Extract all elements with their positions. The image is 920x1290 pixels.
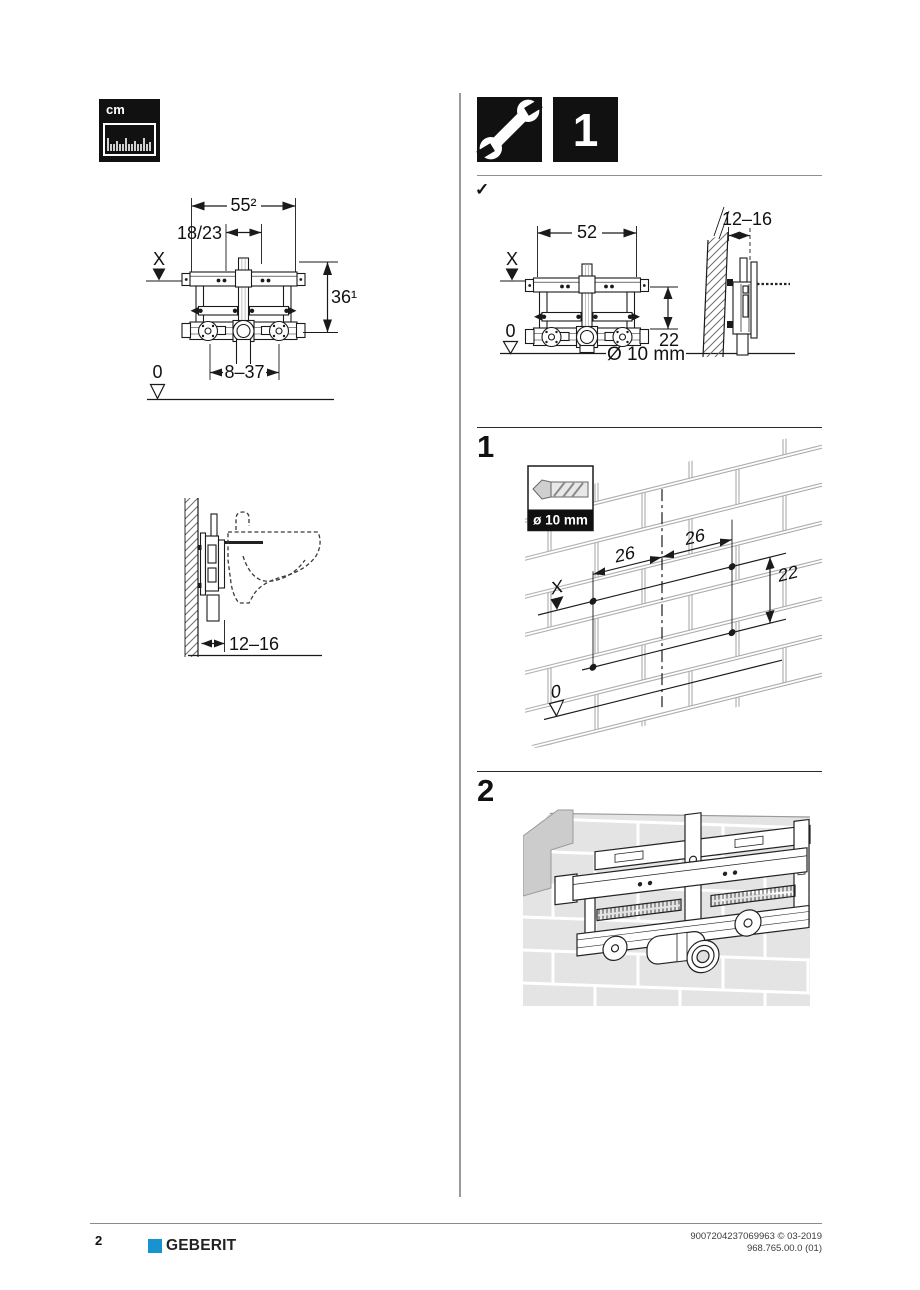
dim-height: 36¹ [331,287,357,307]
wrench-icon [476,99,543,160]
x-level-label: X [153,249,165,269]
dim-wall-distance-right: 12–16 [722,209,772,229]
dim-wall-distance: 12–16 [229,634,279,654]
x-level-label-right: X [506,249,518,269]
tool-required-icon [476,97,543,162]
brand-name: GEBERIT [166,1237,237,1254]
dim-mark-right: 26 [685,524,705,550]
x-level-label-marking: X [551,575,563,599]
column-divider [459,93,461,1197]
step-count-badge: 1 [553,97,618,162]
zero-level-label-right: 0 [505,321,515,341]
dim-mark-vertical: 22 [778,560,798,586]
doc-code-line1: 9007204237069963 © 03-2019 [690,1231,822,1242]
document-codes: 9007204237069963 © 03-2019 968.765.00.0 … [500,1231,822,1254]
brand-logo-square-icon [148,1239,162,1253]
footer-rule [90,1223,822,1224]
ruler-icon [103,123,156,156]
unit-label: cm [106,102,125,117]
step2-number: 2 [477,773,495,808]
diagram-side-view-basin: 12–16 [184,498,322,657]
step-count-number: 1 [572,103,599,156]
dim-drill-diameter: Ø 10 mm [607,344,685,365]
page-number: 2 [95,1233,103,1248]
diagram-front-view-left: 55² 18/23 X 36¹ 8–37 0 [146,195,357,401]
dim-bottom-range: 8–37 [224,362,264,382]
dim-offset: 18/23 [177,223,222,243]
measure-unit-icon: cm [99,99,160,162]
dim-width-top-right: 52 [577,222,597,242]
zero-level-label: 0 [152,362,162,382]
drill-size-label: ø 10 mm [533,513,588,528]
dim-height-right: 22 [659,330,679,350]
zero-level-label-marking: 0 [551,680,561,703]
doc-code-line2: 968.765.00.0 (01) [746,1242,822,1254]
marking-dimensions: 26 26 X 22 0 [538,488,798,721]
dim-width-top: 55² [230,195,256,215]
step1-rule [477,426,822,428]
step1-number: 1 [477,429,495,464]
diagram-drill-marking: 26 26 X 22 0 ø 10 mm [525,430,822,748]
dim-mark-left: 26 [615,541,635,567]
step2-rule [477,770,822,772]
washbasin-outline [227,511,321,604]
header-rule [477,174,822,176]
diagram-install-3d [523,806,811,1006]
mounting-frame-3d [554,812,811,974]
diagram-front-side-right: Ø 10 mm 52 X 22 0 12–16 [500,206,795,365]
drill-bit-icon: ø 10 mm [527,465,594,532]
brand-logo: GEBERIT [148,1237,236,1255]
prerequisite-checkmark: ✓ [475,180,490,199]
